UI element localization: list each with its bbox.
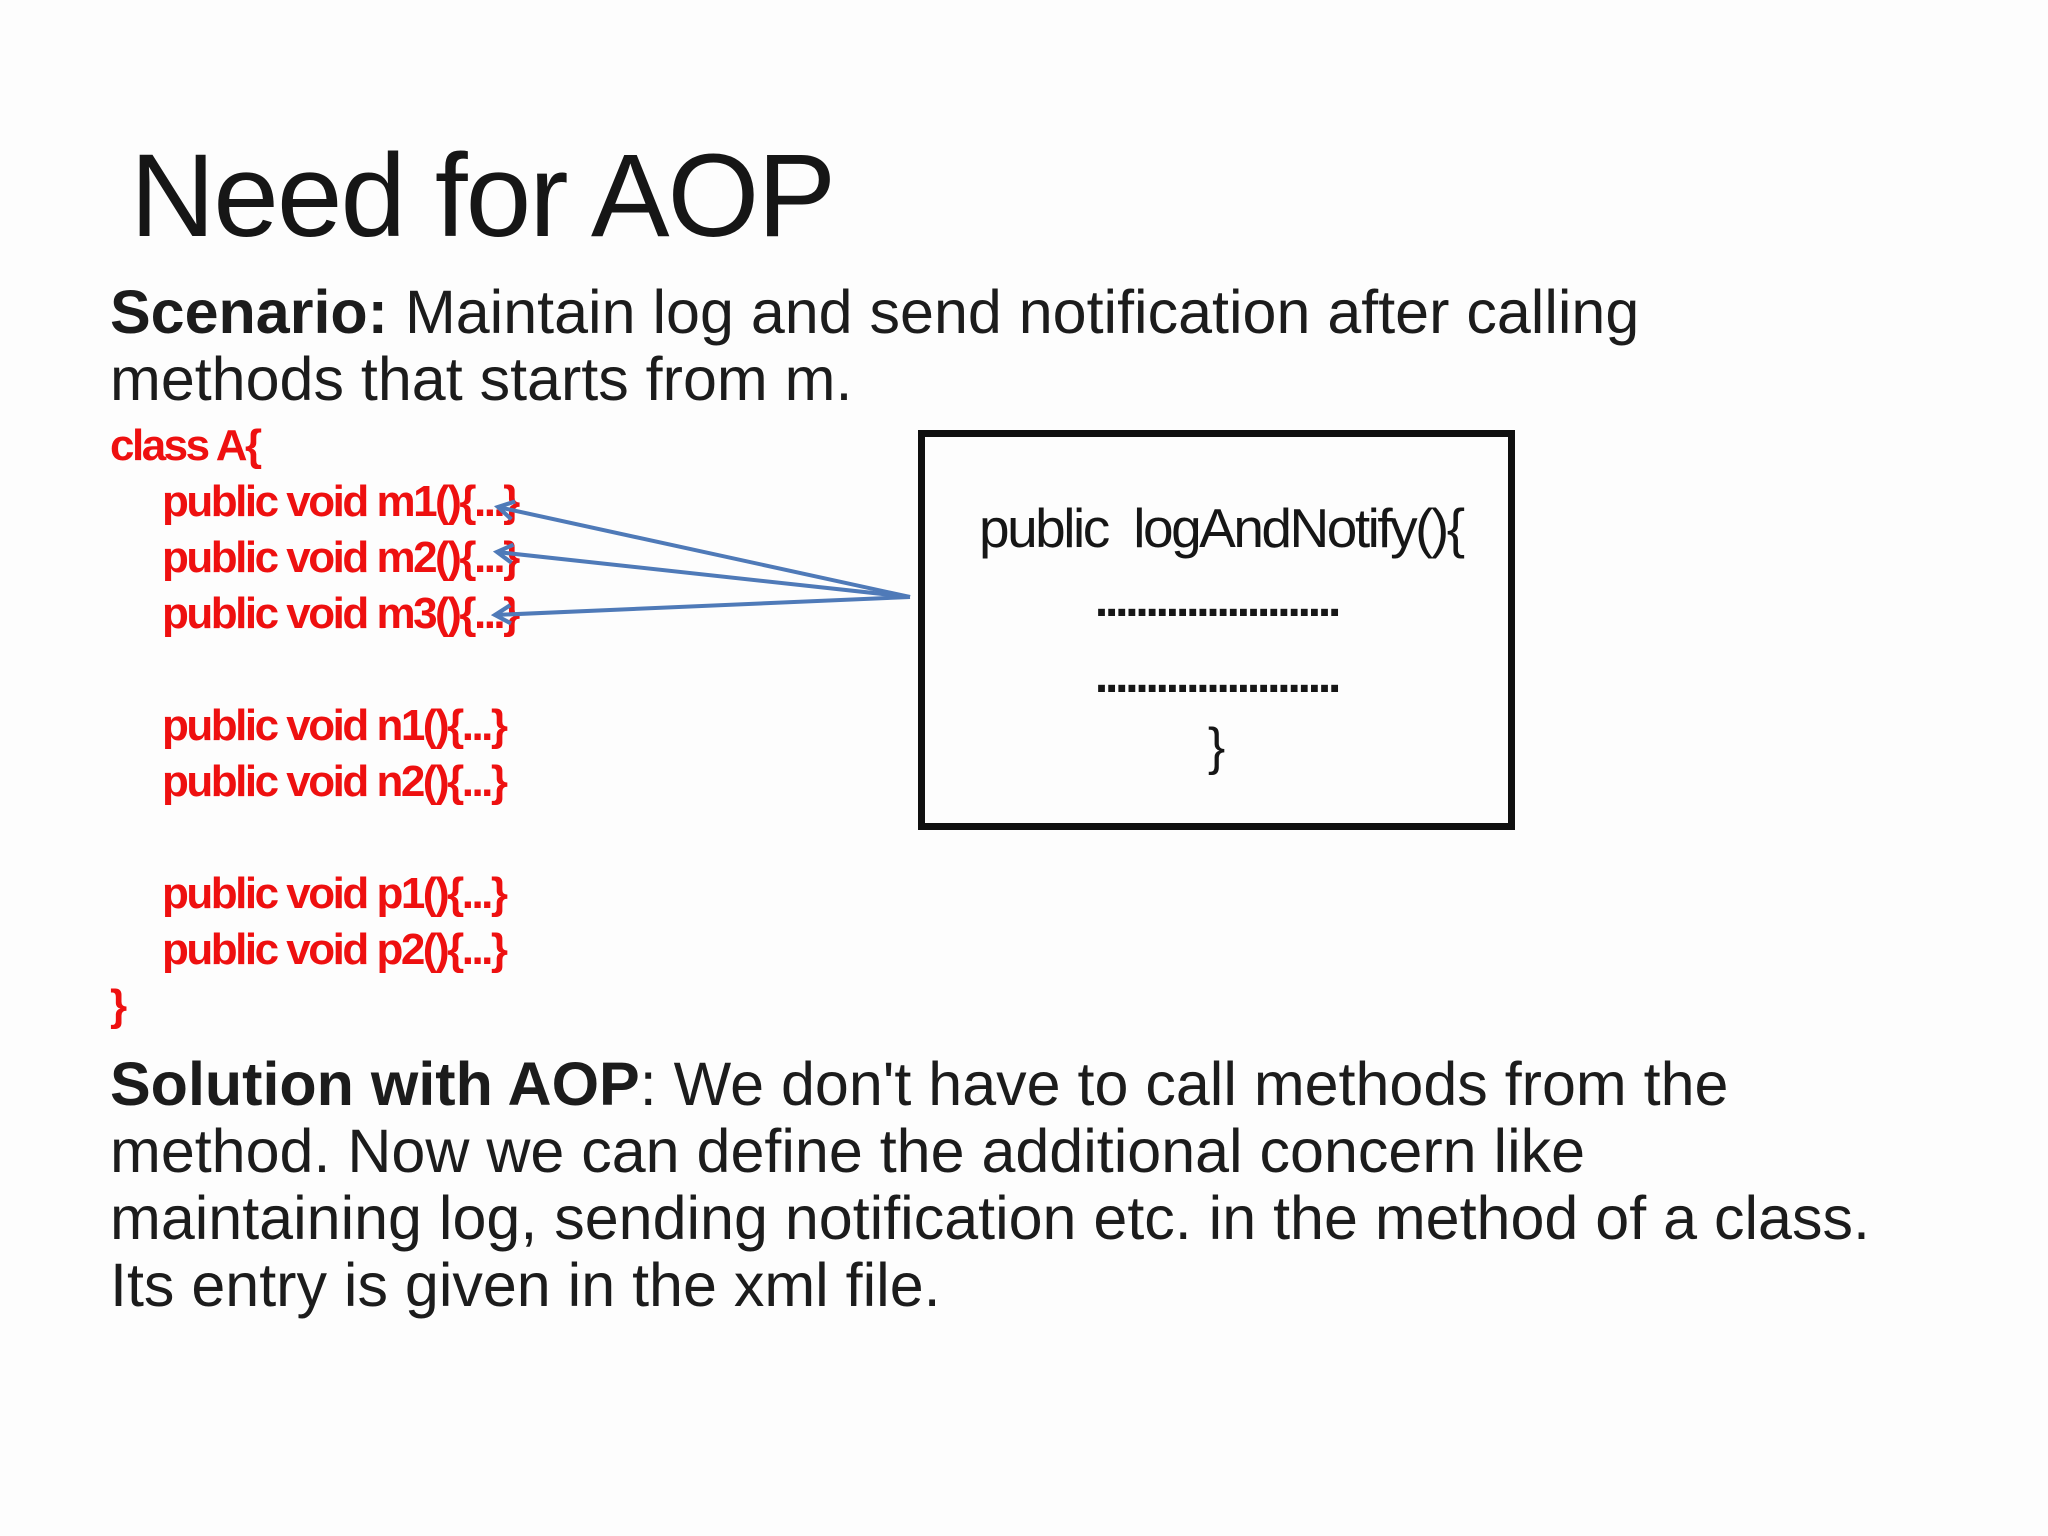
arrow-to-m1: [493, 499, 911, 599]
code-line-n2: public void n2(){...}: [162, 757, 508, 806]
solution-line-1: Solution with AOP: We don't have to call…: [110, 1050, 1729, 1118]
solution-line-3: maintaining log, sending notification et…: [110, 1184, 1870, 1252]
scenario-label: Scenario:: [110, 278, 388, 346]
code-line-class-open: class A{: [110, 421, 262, 470]
code-line-m2: public void m2(){...}: [162, 533, 520, 582]
box-dotted-line-2: ........................: [1094, 650, 1341, 703]
code-line-n1: public void n1(){...}: [162, 701, 508, 750]
scenario-paragraph: Scenario: Maintain log and send notifica…: [110, 279, 1639, 413]
code-line-p1: public void p1(){...}: [162, 869, 508, 918]
log-and-notify-box: [918, 430, 1515, 830]
log-and-notify-signature: public logAndNotify(){: [979, 497, 1465, 559]
scenario-line-2: methods that starts from m.: [110, 345, 853, 413]
solution-label: Solution with AOP: [110, 1050, 640, 1118]
code-line-class-close: }: [110, 981, 127, 1030]
page-title: Need for AOP: [130, 130, 836, 262]
box-dotted-line-1: ........................: [1094, 574, 1341, 627]
solution-line-4: Its entry is given in the xml file.: [110, 1251, 941, 1319]
arrow-to-m3: [490, 595, 911, 626]
arrow-to-m2: [492, 542, 911, 599]
solution-line-2: method. Now we can define the additional…: [110, 1117, 1586, 1185]
code-line-p2: public void p2(){...}: [162, 925, 508, 974]
code-line-m3: public void m3(){...}: [162, 589, 520, 638]
scenario-line-1: Scenario: Maintain log and send notifica…: [110, 278, 1640, 346]
box-closing-brace: }: [1207, 718, 1226, 776]
solution-paragraph: Solution with AOP: We don't have to call…: [110, 1051, 1870, 1319]
code-line-m1: public void m1(){...}: [162, 477, 520, 526]
